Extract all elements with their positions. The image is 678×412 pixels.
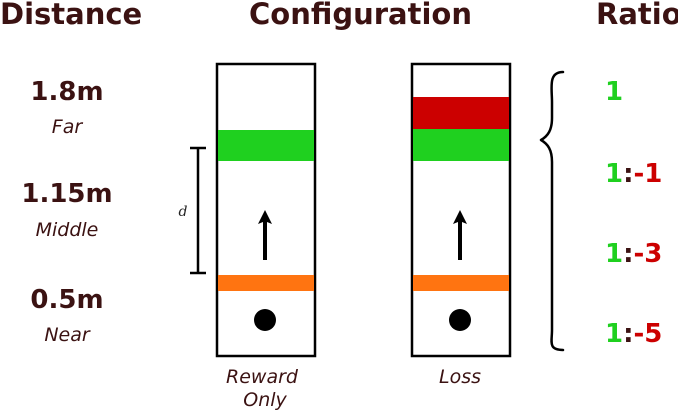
ratio-1-3: 1:-3 bbox=[605, 239, 662, 269]
reward-zone bbox=[413, 129, 509, 161]
start-line bbox=[218, 275, 314, 291]
distance-far-value: 1.8m bbox=[30, 77, 103, 107]
configuration-header: Configuration bbox=[249, 0, 472, 31]
up-arrow-icon bbox=[453, 210, 467, 260]
distance-header: Distance bbox=[0, 0, 142, 31]
reward-caption-line2: Only bbox=[243, 389, 287, 411]
loss-panel bbox=[410, 62, 512, 358]
ratio-header: Ratio bbox=[596, 0, 678, 31]
ratio-1-1: 1:-1 bbox=[605, 159, 662, 189]
ratio-separator: : bbox=[623, 239, 633, 269]
loss-zone bbox=[413, 97, 509, 129]
up-arrow-icon bbox=[258, 210, 272, 260]
ratio-separator: : bbox=[623, 159, 633, 189]
start-line bbox=[413, 275, 509, 291]
ratio-loss: -5 bbox=[634, 319, 663, 349]
ratio-reward: 1 bbox=[605, 319, 623, 349]
reward-only-panel bbox=[215, 62, 317, 358]
ratio-reward: 1 bbox=[605, 77, 623, 107]
distance-middle-label: Middle bbox=[36, 219, 99, 241]
d-label: d bbox=[179, 204, 188, 220]
distance-near-label: Near bbox=[44, 324, 91, 346]
ratio-1: 1 bbox=[605, 77, 623, 107]
distance-far-label: Far bbox=[52, 116, 84, 138]
ratio-reward: 1 bbox=[605, 159, 623, 189]
loss-caption: Loss bbox=[439, 366, 481, 388]
curly-brace bbox=[539, 70, 565, 352]
ratio-loss: -1 bbox=[634, 159, 663, 189]
d-bracket bbox=[190, 146, 206, 275]
ratio-loss: -3 bbox=[634, 239, 663, 269]
agent-dot bbox=[254, 309, 276, 331]
distance-middle-value: 1.15m bbox=[21, 179, 112, 209]
agent-dot bbox=[449, 309, 471, 331]
reward-caption-line1: Reward bbox=[226, 366, 299, 388]
ratio-1-5: 1:-5 bbox=[605, 319, 662, 349]
ratio-separator: : bbox=[623, 319, 633, 349]
reward-zone bbox=[218, 130, 314, 161]
distance-near-value: 0.5m bbox=[30, 285, 103, 315]
ratio-reward: 1 bbox=[605, 239, 623, 269]
